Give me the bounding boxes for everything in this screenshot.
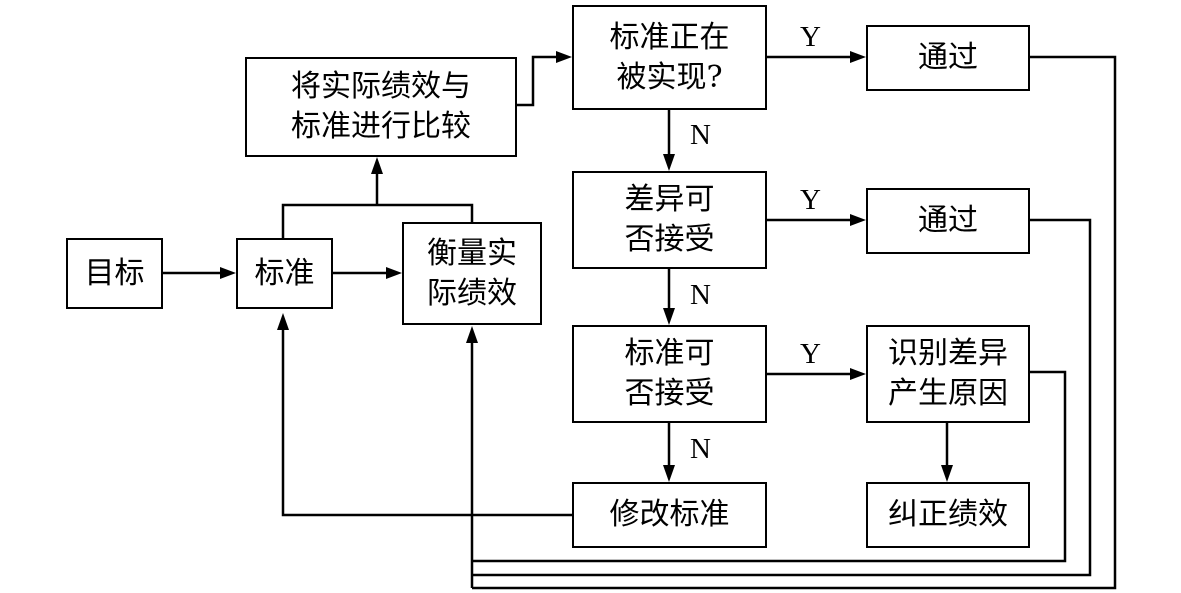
arrowhead-icon: [663, 308, 675, 325]
label-yes-3: Y: [800, 338, 821, 370]
arrowhead-icon: [220, 267, 236, 279]
loop-pass-1: [472, 55, 1117, 590]
arrowhead-icon: [663, 465, 675, 482]
label-yes-1: Y: [800, 21, 821, 53]
label-yes-2: Y: [800, 184, 821, 216]
label-no-2: N: [690, 279, 711, 311]
arrowhead-icon: [466, 326, 478, 343]
arrow-compare-to-q-met: [517, 55, 558, 107]
arrowhead-icon: [663, 154, 675, 171]
arrowhead-icon: [850, 51, 866, 63]
node-question-standard-met: 标准正在 被实现?: [572, 5, 767, 110]
arrowhead-icon: [556, 51, 572, 63]
arrowhead-icon: [850, 214, 866, 226]
arrowhead-icon: [941, 465, 953, 482]
loop-pass-2: [472, 218, 1092, 577]
node-question-standard-acceptable: 标准可 否接受: [572, 325, 767, 423]
node-question-difference-acceptable: 差异可 否接受: [572, 171, 767, 269]
node-identify-cause: 识别差异 产生原因: [866, 325, 1030, 423]
node-pass-1: 通过: [866, 25, 1030, 91]
arrowhead-icon: [277, 313, 289, 330]
arrowhead-icon: [386, 267, 402, 279]
loop-identify: [472, 370, 1067, 563]
label-no-1: N: [690, 119, 711, 151]
arrow-revise-to-standard: [281, 328, 572, 517]
label-no-3: N: [690, 433, 711, 465]
node-revise-standard: 修改标准: [572, 482, 767, 548]
node-goal: 目标: [66, 238, 163, 309]
node-pass-2: 通过: [866, 188, 1030, 254]
node-standard: 标准: [236, 238, 333, 309]
node-compare: 将实际绩效与 标准进行比较: [245, 57, 517, 157]
arrowhead-icon: [850, 368, 866, 380]
arrowhead-icon: [371, 157, 383, 174]
node-measure-performance: 衡量实 际绩效: [402, 222, 542, 325]
node-correct-performance: 纠正绩效: [866, 482, 1030, 548]
